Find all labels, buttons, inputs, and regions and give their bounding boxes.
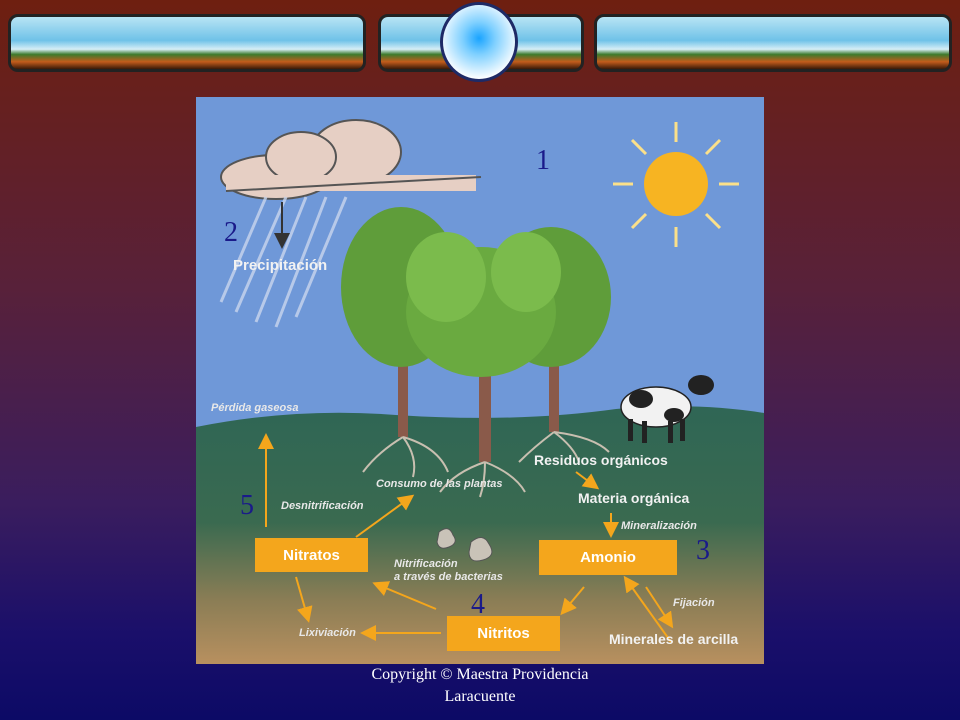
label-minerales-arcilla: Minerales de arcilla	[609, 631, 739, 647]
label-desnitrificacion: Desnitrificación	[281, 500, 364, 512]
label-nitrificacion: Nitrificación a través de bacterias	[394, 558, 503, 583]
cycle-arrows	[258, 433, 674, 643]
label-mineralizacion: Mineralización	[621, 520, 697, 532]
step-number-2: 2	[224, 217, 238, 248]
step-number-5: 5	[240, 490, 254, 521]
label-fijacion: Fijación	[673, 597, 715, 609]
sun-icon	[613, 122, 739, 247]
box-amonio: Amonio	[539, 540, 677, 575]
globe-icon	[440, 2, 518, 82]
header-banner-right	[594, 14, 952, 72]
rain	[219, 196, 348, 328]
cloud-icon	[220, 119, 482, 200]
label-consumo-plantas: Consumo de las plantas	[376, 478, 503, 490]
label-lixiviacion: Lixiviación	[299, 627, 356, 639]
label-materia-organica: Materia orgánica	[578, 490, 690, 506]
soil	[196, 406, 764, 664]
nitrogen-cycle-diagram: 1 2 3 4 5 Precipitación Pérdida gaseosa …	[196, 97, 764, 664]
box-nitritos: Nitritos	[447, 616, 560, 651]
tree-icon	[341, 207, 611, 462]
copyright-line-1: Copyright © Maestra Providencia	[371, 666, 589, 683]
step-number-4: 4	[471, 589, 485, 620]
label-precipitacion: Precipitación	[233, 257, 328, 274]
label-residuos-organicos: Residuos orgánicos	[534, 452, 668, 468]
step-number-3: 3	[696, 535, 710, 566]
label-perdida-gaseosa: Pérdida gaseosa	[211, 402, 299, 414]
roots	[362, 431, 610, 498]
header-banner-left	[8, 14, 366, 72]
copyright-line-2: Laracuente	[444, 688, 516, 705]
box-nitratos: Nitratos	[255, 538, 368, 572]
cow-icon	[620, 375, 714, 443]
copyright-text: Copyright © Maestra Providencia Laracuen…	[330, 664, 630, 708]
step-number-1: 1	[536, 145, 550, 176]
bacteria-icon	[436, 528, 493, 562]
